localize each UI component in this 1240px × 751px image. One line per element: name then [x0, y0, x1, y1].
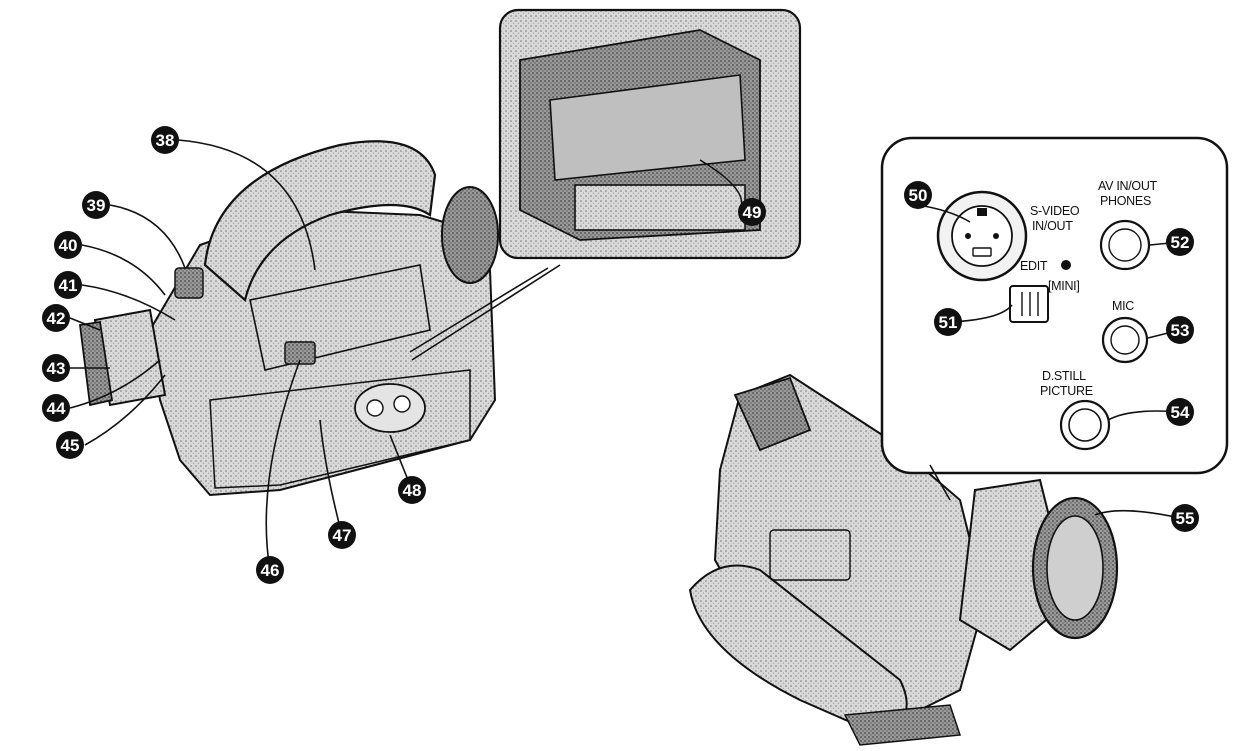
svg-text:54: 54 — [1171, 403, 1190, 422]
svg-text:49: 49 — [743, 203, 762, 222]
callout-44: 44 — [42, 394, 70, 422]
svg-text:48: 48 — [403, 481, 422, 500]
dstill-label-line2: PICTURE — [1040, 384, 1093, 398]
svg-text:44: 44 — [47, 399, 66, 418]
svg-text:41: 41 — [59, 276, 78, 295]
callout-46: 46 — [256, 556, 284, 584]
dstill-label-line1: D.STILL — [1042, 369, 1086, 383]
svg-text:43: 43 — [47, 359, 66, 378]
av-label-line1: AV IN/OUT — [1098, 179, 1158, 193]
callout-51: 51 — [934, 308, 962, 336]
svg-text:40: 40 — [59, 236, 78, 255]
svideo-label-line1: S-VIDEO — [1030, 204, 1080, 218]
callout-38: 38 — [151, 126, 179, 154]
callout-53: 53 — [1166, 316, 1194, 344]
callout-54: 54 — [1166, 398, 1194, 426]
callout-48: 48 — [398, 476, 426, 504]
svg-text:52: 52 — [1171, 233, 1190, 252]
callout-39: 39 — [82, 191, 110, 219]
svideo-label-line2: IN/OUT — [1032, 219, 1073, 233]
callout-47: 47 — [328, 521, 356, 549]
svg-text:38: 38 — [156, 131, 175, 150]
callout-55: 55 — [1171, 504, 1199, 532]
callout-50: 50 — [904, 181, 932, 209]
callout-52: 52 — [1166, 228, 1194, 256]
svg-text:39: 39 — [87, 196, 106, 215]
av-label-line2: PHONES — [1100, 194, 1151, 208]
svg-text:55: 55 — [1176, 509, 1195, 528]
svg-text:47: 47 — [333, 526, 352, 545]
svg-text:50: 50 — [909, 186, 928, 205]
callout-43: 43 — [42, 354, 70, 382]
edit-jack — [1010, 286, 1048, 322]
callout-49: 49 — [738, 198, 766, 226]
svg-text:42: 42 — [47, 309, 66, 328]
svg-text:53: 53 — [1171, 321, 1190, 340]
callout-40: 40 — [54, 231, 82, 259]
svg-text:46: 46 — [261, 561, 280, 580]
edit-label: EDIT — [1020, 259, 1048, 273]
callout-41: 41 — [54, 271, 82, 299]
callout-42: 42 — [42, 304, 70, 332]
edit-symbol-icon — [1061, 260, 1071, 270]
callout-45: 45 — [56, 431, 84, 459]
left-camcorder-illustration — [80, 141, 498, 495]
svg-text:51: 51 — [939, 313, 958, 332]
mic-label: MIC — [1112, 299, 1134, 313]
svg-text:45: 45 — [61, 436, 80, 455]
edit-sub-label: [MINI] — [1048, 279, 1080, 293]
